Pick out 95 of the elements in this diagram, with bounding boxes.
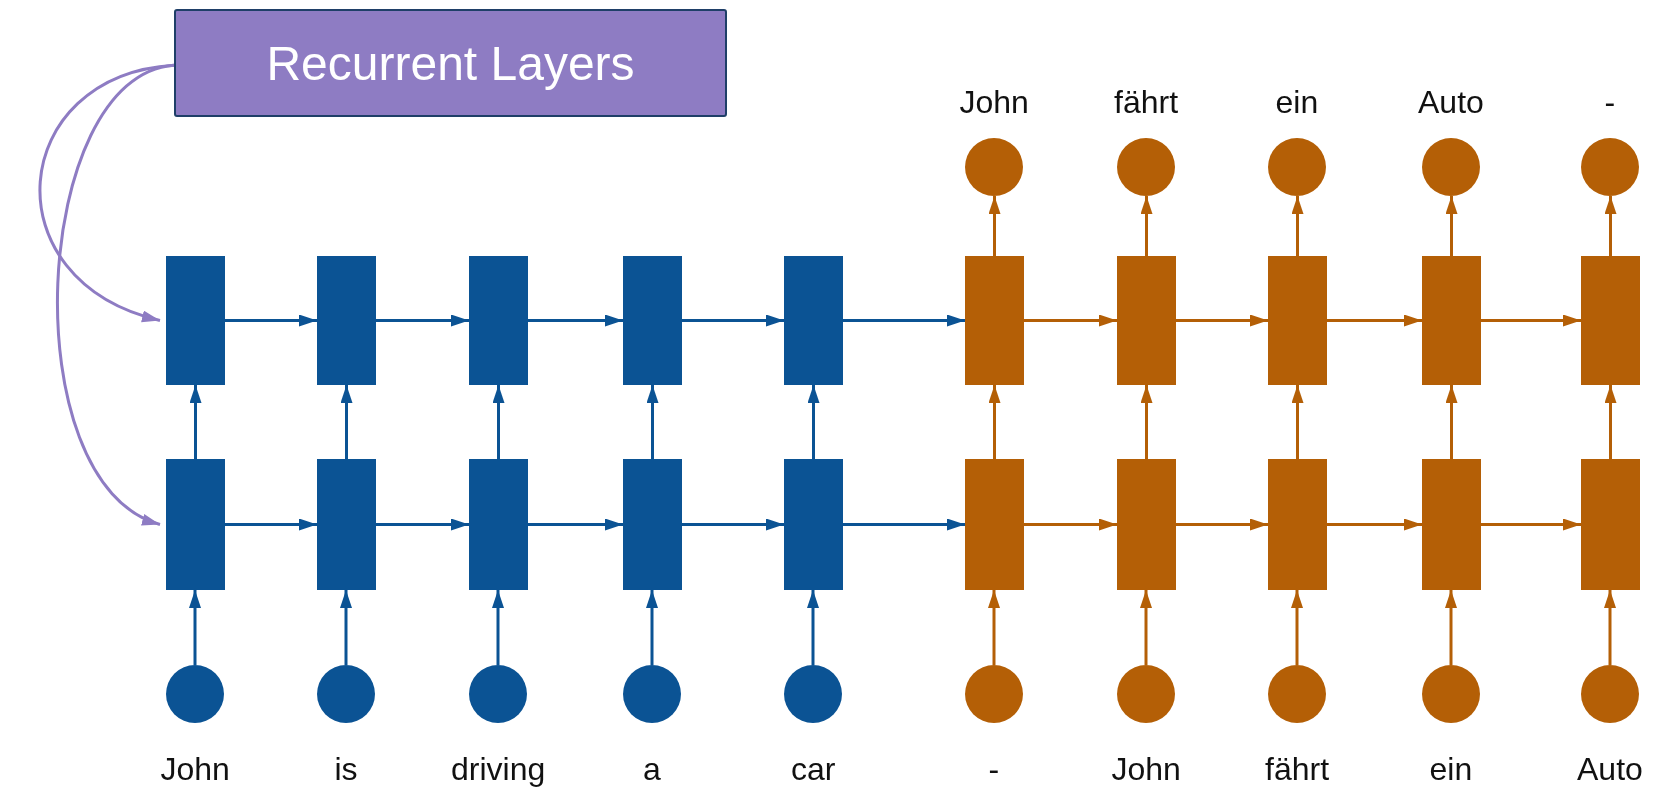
token-circle: [623, 665, 681, 723]
arrow: [807, 590, 819, 665]
arrow: [1481, 314, 1581, 327]
token-circle: [1268, 138, 1326, 196]
token-circle: [166, 665, 224, 723]
arrow: [56, 63, 175, 526]
token-circle: [1581, 665, 1639, 723]
token-circle: [317, 665, 375, 723]
rnn-cell-box: [1422, 256, 1481, 385]
arrow: [1291, 196, 1304, 256]
token-circle: [1117, 665, 1175, 723]
arrow: [1327, 518, 1422, 531]
word-label: John: [1111, 753, 1181, 785]
label-box: Recurrent Layers: [174, 9, 727, 117]
rnn-cell-box: [1581, 256, 1640, 385]
arrow: [492, 590, 504, 665]
arrow: [1024, 518, 1117, 531]
token-circle: [1422, 665, 1480, 723]
rnn-cell-box: [1268, 256, 1327, 385]
arrow: [1445, 385, 1458, 459]
rnn-cell-box: [1422, 459, 1481, 590]
word-label: John: [959, 86, 1029, 118]
arrow: [1604, 196, 1617, 256]
token-circle: [1422, 138, 1480, 196]
rnn-cell-box: [1581, 459, 1640, 590]
arrow: [646, 385, 659, 459]
rnn-cell-box: [965, 459, 1024, 590]
word-label: ein: [1429, 753, 1473, 785]
token-circle: [965, 665, 1023, 723]
arrow: [646, 590, 658, 665]
rnn-cell-box: [623, 459, 682, 590]
token-circle: [965, 138, 1023, 196]
rnn-cell-box: [1117, 256, 1176, 385]
arrow: [1140, 196, 1153, 256]
arrow: [340, 590, 352, 665]
rnn-cell-box: [1117, 459, 1176, 590]
arrow: [807, 385, 820, 459]
rnn-cell-box: [166, 459, 225, 590]
arrow: [682, 518, 784, 531]
word-label: is: [334, 753, 358, 785]
arrow: [843, 314, 965, 327]
arrow: [492, 385, 505, 459]
word-label: driving: [451, 753, 546, 785]
arrow: [528, 314, 623, 327]
rnn-cell-box: [784, 459, 843, 590]
arrow: [225, 314, 317, 327]
token-circle: [1581, 138, 1639, 196]
arrow: [988, 590, 1000, 665]
word-label: fährt: [1265, 753, 1330, 785]
arrow: [225, 518, 317, 531]
word-label: Auto: [1577, 753, 1643, 785]
word-label: -: [988, 753, 1000, 785]
arrow: [189, 590, 201, 665]
arrow: [1327, 314, 1422, 327]
rnn-cell-box: [469, 256, 528, 385]
arrow: [682, 314, 784, 327]
rnn-cell-box: [1268, 459, 1327, 590]
arrow: [1176, 518, 1268, 531]
word-label: ein: [1275, 86, 1319, 118]
arrow: [843, 518, 965, 531]
word-label: fährt: [1114, 86, 1179, 118]
arrow: [1604, 385, 1617, 459]
arrow: [1481, 518, 1581, 531]
word-label: a: [643, 753, 661, 785]
rnn-cell-box: [965, 256, 1024, 385]
arrow: [1445, 590, 1457, 665]
arrow: [1024, 314, 1117, 327]
arrow: [1176, 314, 1268, 327]
arrow: [1604, 590, 1616, 665]
word-label: -: [1604, 86, 1616, 118]
rnn-cell-box: [317, 459, 376, 590]
arrow: [1445, 196, 1458, 256]
arrow: [376, 314, 469, 327]
word-label: Auto: [1418, 86, 1484, 118]
arrow: [189, 385, 202, 459]
token-circle: [469, 665, 527, 723]
token-circle: [1268, 665, 1326, 723]
arrow: [1291, 385, 1304, 459]
arrow: [988, 196, 1001, 256]
arrow: [1140, 590, 1152, 665]
arrow: [376, 518, 469, 531]
arrow: [1291, 590, 1303, 665]
rnn-cell-box: [317, 256, 376, 385]
token-circle: [784, 665, 842, 723]
arrow: [1140, 385, 1153, 459]
rnn-cell-box: [784, 256, 843, 385]
word-label: John: [160, 753, 230, 785]
rnn-cell-box: [623, 256, 682, 385]
rnn-cell-box: [469, 459, 528, 590]
token-circle: [1117, 138, 1175, 196]
arrow: [988, 385, 1001, 459]
arrow: [340, 385, 353, 459]
rnn-cell-box: [166, 256, 225, 385]
word-label: car: [791, 753, 836, 785]
arrow: [528, 518, 623, 531]
